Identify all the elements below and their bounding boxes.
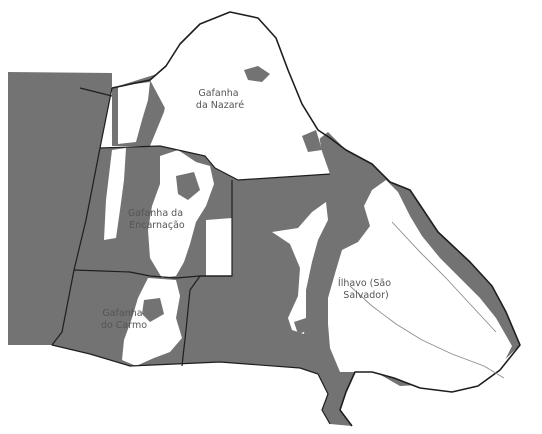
river-branch	[391, 221, 497, 333]
ilhavo-main-white	[328, 180, 512, 392]
label-gafanha-da-encarnacao: Gafanha da Encarnação	[128, 208, 186, 231]
encarnacao-white-area	[104, 148, 126, 240]
encarnacao-patch	[176, 172, 200, 200]
river	[349, 221, 505, 379]
west-shaded-area	[8, 72, 112, 345]
label-gafanha-do-carmo: Gafanha do Carmo	[101, 308, 147, 331]
ilhavo-islet	[294, 318, 310, 334]
encarnacao-rect-area	[206, 218, 232, 276]
encarnacao-urban-area	[148, 150, 214, 278]
parish-labels: Gafanha da Nazaré Gafanha da Encarnação …	[101, 88, 394, 331]
parish-borders	[51, 11, 521, 427]
east-white-edge	[404, 184, 532, 352]
nazare-west-white	[118, 82, 150, 144]
outer-coastline	[111, 11, 521, 427]
border-north-stub	[79, 87, 113, 97]
carmo-urban-area	[122, 278, 182, 366]
carmo-patch	[142, 298, 164, 322]
nazare-white-area	[150, 12, 322, 152]
ilhavo-north-white	[272, 202, 328, 334]
nazare-islet	[244, 66, 270, 82]
border-west	[51, 87, 331, 425]
label-gafanha-da-nazare: Gafanha da Nazaré	[196, 88, 244, 111]
label-ilhavo-sao-salvador: Ílhavo (São Salvador)	[338, 277, 394, 301]
border-nazare-encarnacao	[99, 145, 331, 181]
shaded-islands	[142, 66, 322, 334]
nazare-east-patch	[302, 130, 322, 152]
border-encarnacao-ilhavo	[181, 180, 233, 367]
river-main	[349, 285, 505, 379]
